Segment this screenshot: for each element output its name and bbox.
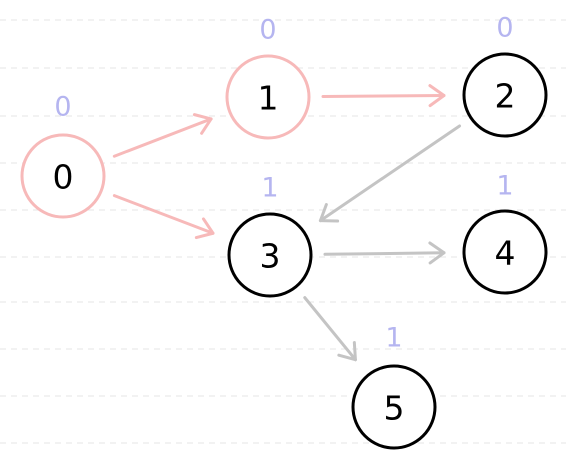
edge-line — [323, 251, 446, 256]
edge-layer — [112, 84, 462, 362]
edge-1-2 — [321, 84, 446, 108]
node-badge: 1 — [496, 171, 513, 202]
node-1[interactable]: 10 — [225, 15, 311, 140]
node-label: 1 — [258, 79, 279, 118]
edge-line — [112, 117, 213, 158]
node-label: 4 — [495, 234, 516, 273]
node-3[interactable]: 31 — [227, 173, 313, 298]
edge-3-4 — [323, 241, 446, 265]
node-badge: 0 — [496, 13, 513, 44]
edge-line — [303, 296, 357, 362]
node-0[interactable]: 00 — [20, 92, 106, 219]
node-badge: 1 — [385, 323, 402, 354]
node-circle[interactable] — [225, 54, 311, 140]
edge-line — [321, 94, 446, 99]
edge-0-1 — [112, 113, 213, 158]
node-circle[interactable] — [227, 212, 313, 298]
edge-line — [112, 194, 215, 235]
node-circle[interactable] — [351, 364, 437, 450]
node-4[interactable]: 41 — [462, 171, 548, 295]
edge-2-3 — [318, 124, 462, 223]
node-circle[interactable] — [462, 52, 548, 138]
node-2[interactable]: 20 — [462, 13, 548, 138]
node-circle[interactable] — [20, 133, 106, 219]
node-label: 3 — [260, 237, 281, 276]
edge-0-3 — [112, 194, 215, 240]
node-badge: 0 — [259, 15, 276, 46]
node-badge: 0 — [54, 92, 71, 123]
node-badge: 1 — [261, 173, 278, 204]
node-5[interactable]: 51 — [351, 323, 437, 450]
node-label: 0 — [53, 158, 74, 197]
arrowhead-icon — [337, 341, 357, 362]
node-label: 2 — [495, 77, 516, 116]
arrowhead-icon — [194, 217, 215, 240]
arrowhead-icon — [192, 113, 213, 135]
arrowhead-icon — [318, 203, 340, 223]
arrowhead-icon — [428, 241, 446, 265]
edge-3-5 — [303, 296, 357, 362]
node-label: 5 — [384, 389, 405, 428]
node-circle[interactable] — [462, 209, 548, 295]
edge-line — [318, 124, 462, 223]
arrowhead-icon — [428, 84, 446, 108]
